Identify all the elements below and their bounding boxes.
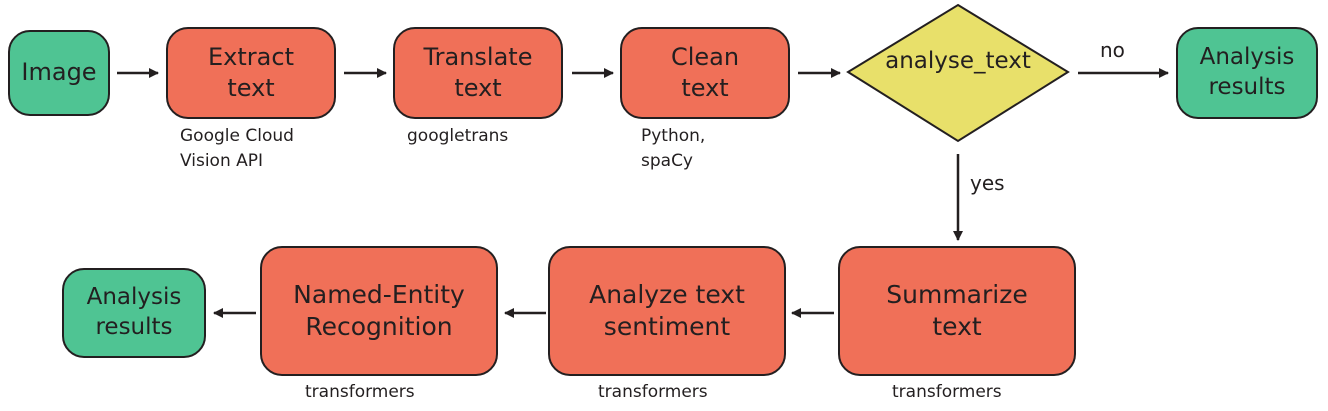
note-clean-line1: Python, (641, 126, 706, 146)
note-sentiment-tool: transformers (598, 380, 708, 405)
node-ner-line1: Named-Entity (293, 279, 465, 309)
decision-analyse-text-label: analyse_text (885, 48, 1031, 74)
node-translate-text-line2: text (454, 74, 502, 102)
node-results-top-line1: Analysis (1199, 44, 1295, 71)
node-clean-text-line2: text (681, 74, 729, 102)
note-extract-line1: Google Cloud (180, 126, 294, 146)
edge-label-yes: yes (970, 171, 1005, 195)
node-results-bottom-line2: results (95, 314, 173, 340)
node-translate-text-line1: Translate (423, 42, 533, 71)
node-named-entity-recognition: Named-Entity Recognition (260, 246, 498, 376)
node-sentiment-line2: sentiment (603, 312, 731, 341)
note-clean-line2: spaCy (641, 150, 693, 171)
node-extract-text-line2: text (227, 74, 275, 102)
node-image: Image (8, 30, 110, 116)
node-extract-text-line1: Extract (208, 42, 294, 71)
node-sentiment-line1: Analyze text (589, 279, 745, 309)
node-summarize-text: Summarize text (838, 246, 1076, 376)
note-summarize-tool: transformers (892, 380, 1002, 405)
node-analysis-results-bottom: Analysis results (62, 268, 206, 358)
decision-diamond (846, 3, 1070, 143)
node-ner-line2: Recognition (305, 312, 453, 341)
note-extract-tool: Google Cloud Vision API (180, 124, 294, 173)
note-sentiment-line1: transformers (598, 382, 708, 402)
node-extract-text: Extract text (166, 27, 336, 119)
node-results-bottom-line1: Analysis (86, 284, 182, 311)
node-analyze-sentiment: Analyze text sentiment (548, 246, 786, 376)
node-translate-text: Translate text (393, 27, 563, 119)
note-translate-line1: googletrans (407, 126, 509, 146)
note-clean-tool: Python, spaCy (641, 124, 705, 173)
node-clean-text-line1: Clean (670, 42, 740, 71)
note-ner-tool: transformers (305, 380, 415, 405)
note-translate-tool: googletrans (407, 124, 508, 149)
node-analysis-results-top: Analysis results (1176, 27, 1318, 119)
note-summarize-line1: transformers (892, 382, 1002, 402)
node-summarize-line1: Summarize (886, 279, 1028, 309)
node-results-top-line2: results (1208, 74, 1286, 100)
note-ner-line1: transformers (305, 382, 415, 402)
node-summarize-line2: text (932, 312, 982, 341)
node-clean-text: Clean text (620, 27, 790, 119)
note-extract-line2: Vision API (180, 150, 264, 171)
edge-label-no: no (1100, 38, 1125, 62)
node-image-label: Image (21, 58, 97, 87)
